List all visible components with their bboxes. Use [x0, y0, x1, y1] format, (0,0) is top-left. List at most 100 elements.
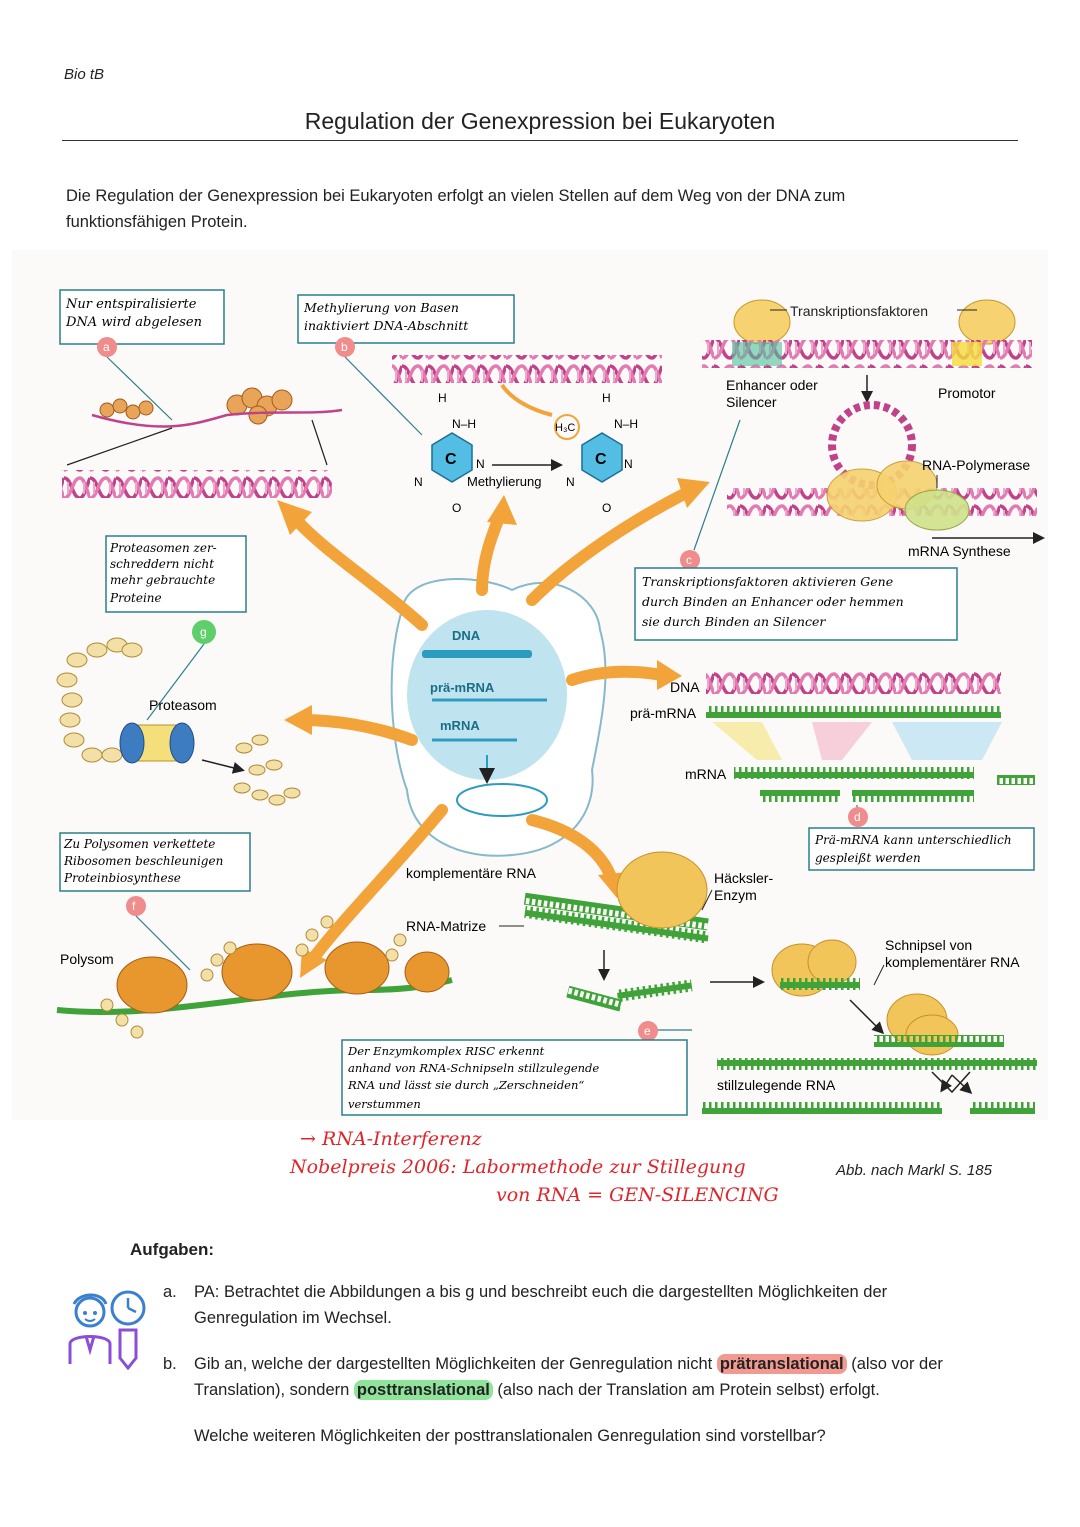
page-title: Regulation der Genexpression bei Eukaryo… — [304, 108, 776, 134]
proteasom-cap-left — [119, 722, 145, 764]
svg-text:Prä-mRNA kann unterschiedlich: Prä-mRNA kann unterschiedlich gespleißt … — [814, 833, 1015, 865]
promotor-label: Promotor — [938, 385, 996, 401]
callout-c-line2: durch Binden an Enhancer oder hemmen — [642, 594, 904, 609]
dna-helix-d — [706, 670, 1001, 694]
genregulation-figure: DNA prä-mRNA mRNA Nur entspiralisierte D… — [12, 250, 1048, 1120]
haecksler-label-2: Enzym — [714, 887, 757, 903]
schnipsel-label-1: Schnipsel von — [885, 937, 972, 953]
callout-c-box — [634, 567, 958, 641]
task-followup: Welche weiteren Möglichkeiten der posttr… — [194, 1427, 826, 1445]
polysom-label: Polysom — [60, 951, 114, 967]
transkriptionsfaktor-left — [733, 299, 791, 345]
splice-dna-label: DNA — [670, 679, 700, 695]
haecksler-label-1: Häcksler- — [714, 870, 773, 886]
callout-g-line2: schreddern nicht — [110, 557, 214, 571]
svg-text:Proteasomen zer- schredd: Proteasomen zer- schreddern nicht mehr g… — [109, 541, 221, 605]
callout-b-line1: Methylierung von Basen — [303, 300, 459, 315]
stillzulegende-rna-label: stillzulegende RNA — [717, 1077, 836, 1093]
task-b-part3: (also nach der Translation am Protein se… — [492, 1381, 880, 1399]
marker-b — [335, 337, 355, 357]
marker-e — [638, 1021, 658, 1041]
rna-matrize-label: RNA-Matrize — [406, 918, 486, 934]
panel-b: Methylierung von Basen inaktiviert DNA-A… — [297, 294, 662, 515]
svg-text:O: O — [602, 501, 611, 515]
nucleus — [407, 610, 567, 780]
marker-g-letter: g — [200, 625, 207, 639]
panel-c: Transkriptionsfaktoren Enhancer oder Sil… — [634, 299, 1045, 641]
nh-right: N–H — [614, 417, 638, 431]
transkriptionsfaktor-right — [958, 299, 1016, 345]
svg-text:Zu Polysomen verkettete: Zu Polysomen verkettete Ribosomen beschl… — [63, 837, 227, 885]
figure-source: Abb. nach Markl S. 185 — [836, 1162, 992, 1179]
callout-g-line3: mehr gebrauchte — [110, 573, 215, 587]
transkriptionsfaktoren-label: Transkriptionsfaktoren — [790, 303, 928, 319]
marker-a-letter: a — [103, 340, 110, 354]
callout-f-line3: Proteinbiosynthese — [63, 871, 181, 885]
course-label: Bio tB — [64, 66, 105, 83]
callout-d-line2: gespleißt werden — [815, 851, 921, 865]
nucleus-group: DNA prä-mRNA mRNA — [390, 578, 607, 857]
callout-a-line1: Nur entspiralisierte — [65, 297, 197, 312]
callout-c-line3: sie durch Binden an Silencer — [642, 614, 826, 629]
svg-text:H: H — [438, 391, 447, 405]
panel-d: DNA prä-mRNA mRNA d Prä-mRNA kann unters… — [630, 670, 1035, 871]
svg-text:N: N — [476, 457, 485, 471]
svg-text:N: N — [414, 475, 423, 489]
svg-text:O: O — [452, 501, 461, 515]
svg-text:N: N — [566, 475, 575, 489]
callout-e-line1: Der Enzymkomplex RISC erkennt — [347, 1044, 545, 1058]
marker-a — [97, 337, 117, 357]
marker-f — [126, 896, 146, 916]
cytosine-right — [581, 432, 623, 483]
komplementaere-rna-label: komplementäre RNA — [406, 865, 537, 881]
tasks-heading: Aufgaben: — [130, 1240, 215, 1259]
marker-g — [192, 620, 216, 644]
panel-e: komplementäre RNA RNA-Matrize Häcksler- … — [341, 851, 1037, 1116]
note-gen-silencing: von RNA = GEN-SILENCING — [496, 1184, 779, 1206]
callout-a-box — [59, 289, 225, 345]
mrna-variant-1 — [734, 767, 974, 779]
marker-d-letter: d — [854, 810, 861, 824]
title-divider — [62, 140, 1018, 141]
task-b-text: Gib an, welche der dargestellten Möglich… — [194, 1351, 1004, 1403]
callout-a-line2: DNA wird abgelesen — [65, 315, 202, 330]
nucleus-dna-label: DNA — [452, 628, 481, 643]
svg-text:Transkriptionsfaktoren aktivie: Transkriptionsfaktoren aktivieren Gene d… — [642, 574, 908, 629]
task-b-part1: Gib an, welche der dargestellten Möglich… — [194, 1355, 717, 1373]
h3c-label: H₃C — [555, 422, 575, 434]
note-rna-interferenz: → RNA-Interferenz — [300, 1128, 482, 1150]
nucleus-mrna-label: mRNA — [440, 718, 480, 733]
dna-helix-b — [392, 355, 662, 383]
callout-e-line4: verstummen — [348, 1097, 421, 1111]
marker-c-letter: c — [686, 553, 692, 567]
note-nobelpreis: Nobelpreis 2006: Labormethode zur Stille… — [290, 1156, 746, 1178]
rna-polymerase-label: RNA-Polymerase — [922, 457, 1030, 473]
marker-d — [848, 807, 868, 827]
callout-d-line1: Prä-mRNA kann unterschiedlich — [814, 833, 1012, 847]
svg-text:Nur entspiralisierte DNA: Nur entspiralisierte DNA wird abgelesen — [65, 297, 202, 330]
dna-helix-a — [62, 470, 332, 498]
rna-polymerase — [904, 489, 970, 531]
callout-f-box — [59, 832, 251, 892]
task-a-text: PA: Betrachtet die Abbildungen a bis g u… — [194, 1283, 888, 1327]
nucleus-pre-mrna-label: prä-mRNA — [430, 680, 495, 695]
callout-e-line3: RNA und lässt sie durch „Zerschneiden“ — [347, 1078, 584, 1092]
callout-b-line2: inaktiviert DNA-Abschnitt — [304, 318, 469, 333]
panel-f: Zu Polysomen verkettete Ribosomen beschl… — [56, 832, 453, 1039]
enhancer-label-2: Silencer — [726, 394, 777, 410]
splice-pre-mrna-label: prä-mRNA — [630, 705, 697, 721]
teacher-icon — [68, 1290, 146, 1370]
methylierung-label: Methylierung — [467, 474, 541, 489]
mrna-synthese-label: mRNA Synthese — [908, 543, 1011, 559]
callout-f-line2: Ribosomen beschleunigen — [63, 854, 223, 868]
intro-paragraph: Die Regulation der Genexpression bei Euk… — [66, 187, 846, 231]
svg-text:N: N — [624, 457, 633, 471]
highlight-praetranslational: prätranslational — [716, 1354, 847, 1374]
highlight-posttranslational: posttranslational — [353, 1380, 493, 1400]
svg-text:Methylierung von Basen i: Methylierung von Basen inaktiviert DNA-A… — [303, 300, 469, 333]
callout-c-line1: Transkriptionsfaktoren aktivieren Gene — [642, 574, 893, 589]
callout-e-box — [341, 1039, 688, 1116]
schnipsel-label-2: komplementärer RNA — [885, 954, 1020, 970]
svg-text:Der Enzymkomplex RISC erkennt: Der Enzymkomplex RISC erkennt anhand von… — [347, 1044, 603, 1111]
splice-mrna-label: mRNA — [685, 766, 727, 782]
